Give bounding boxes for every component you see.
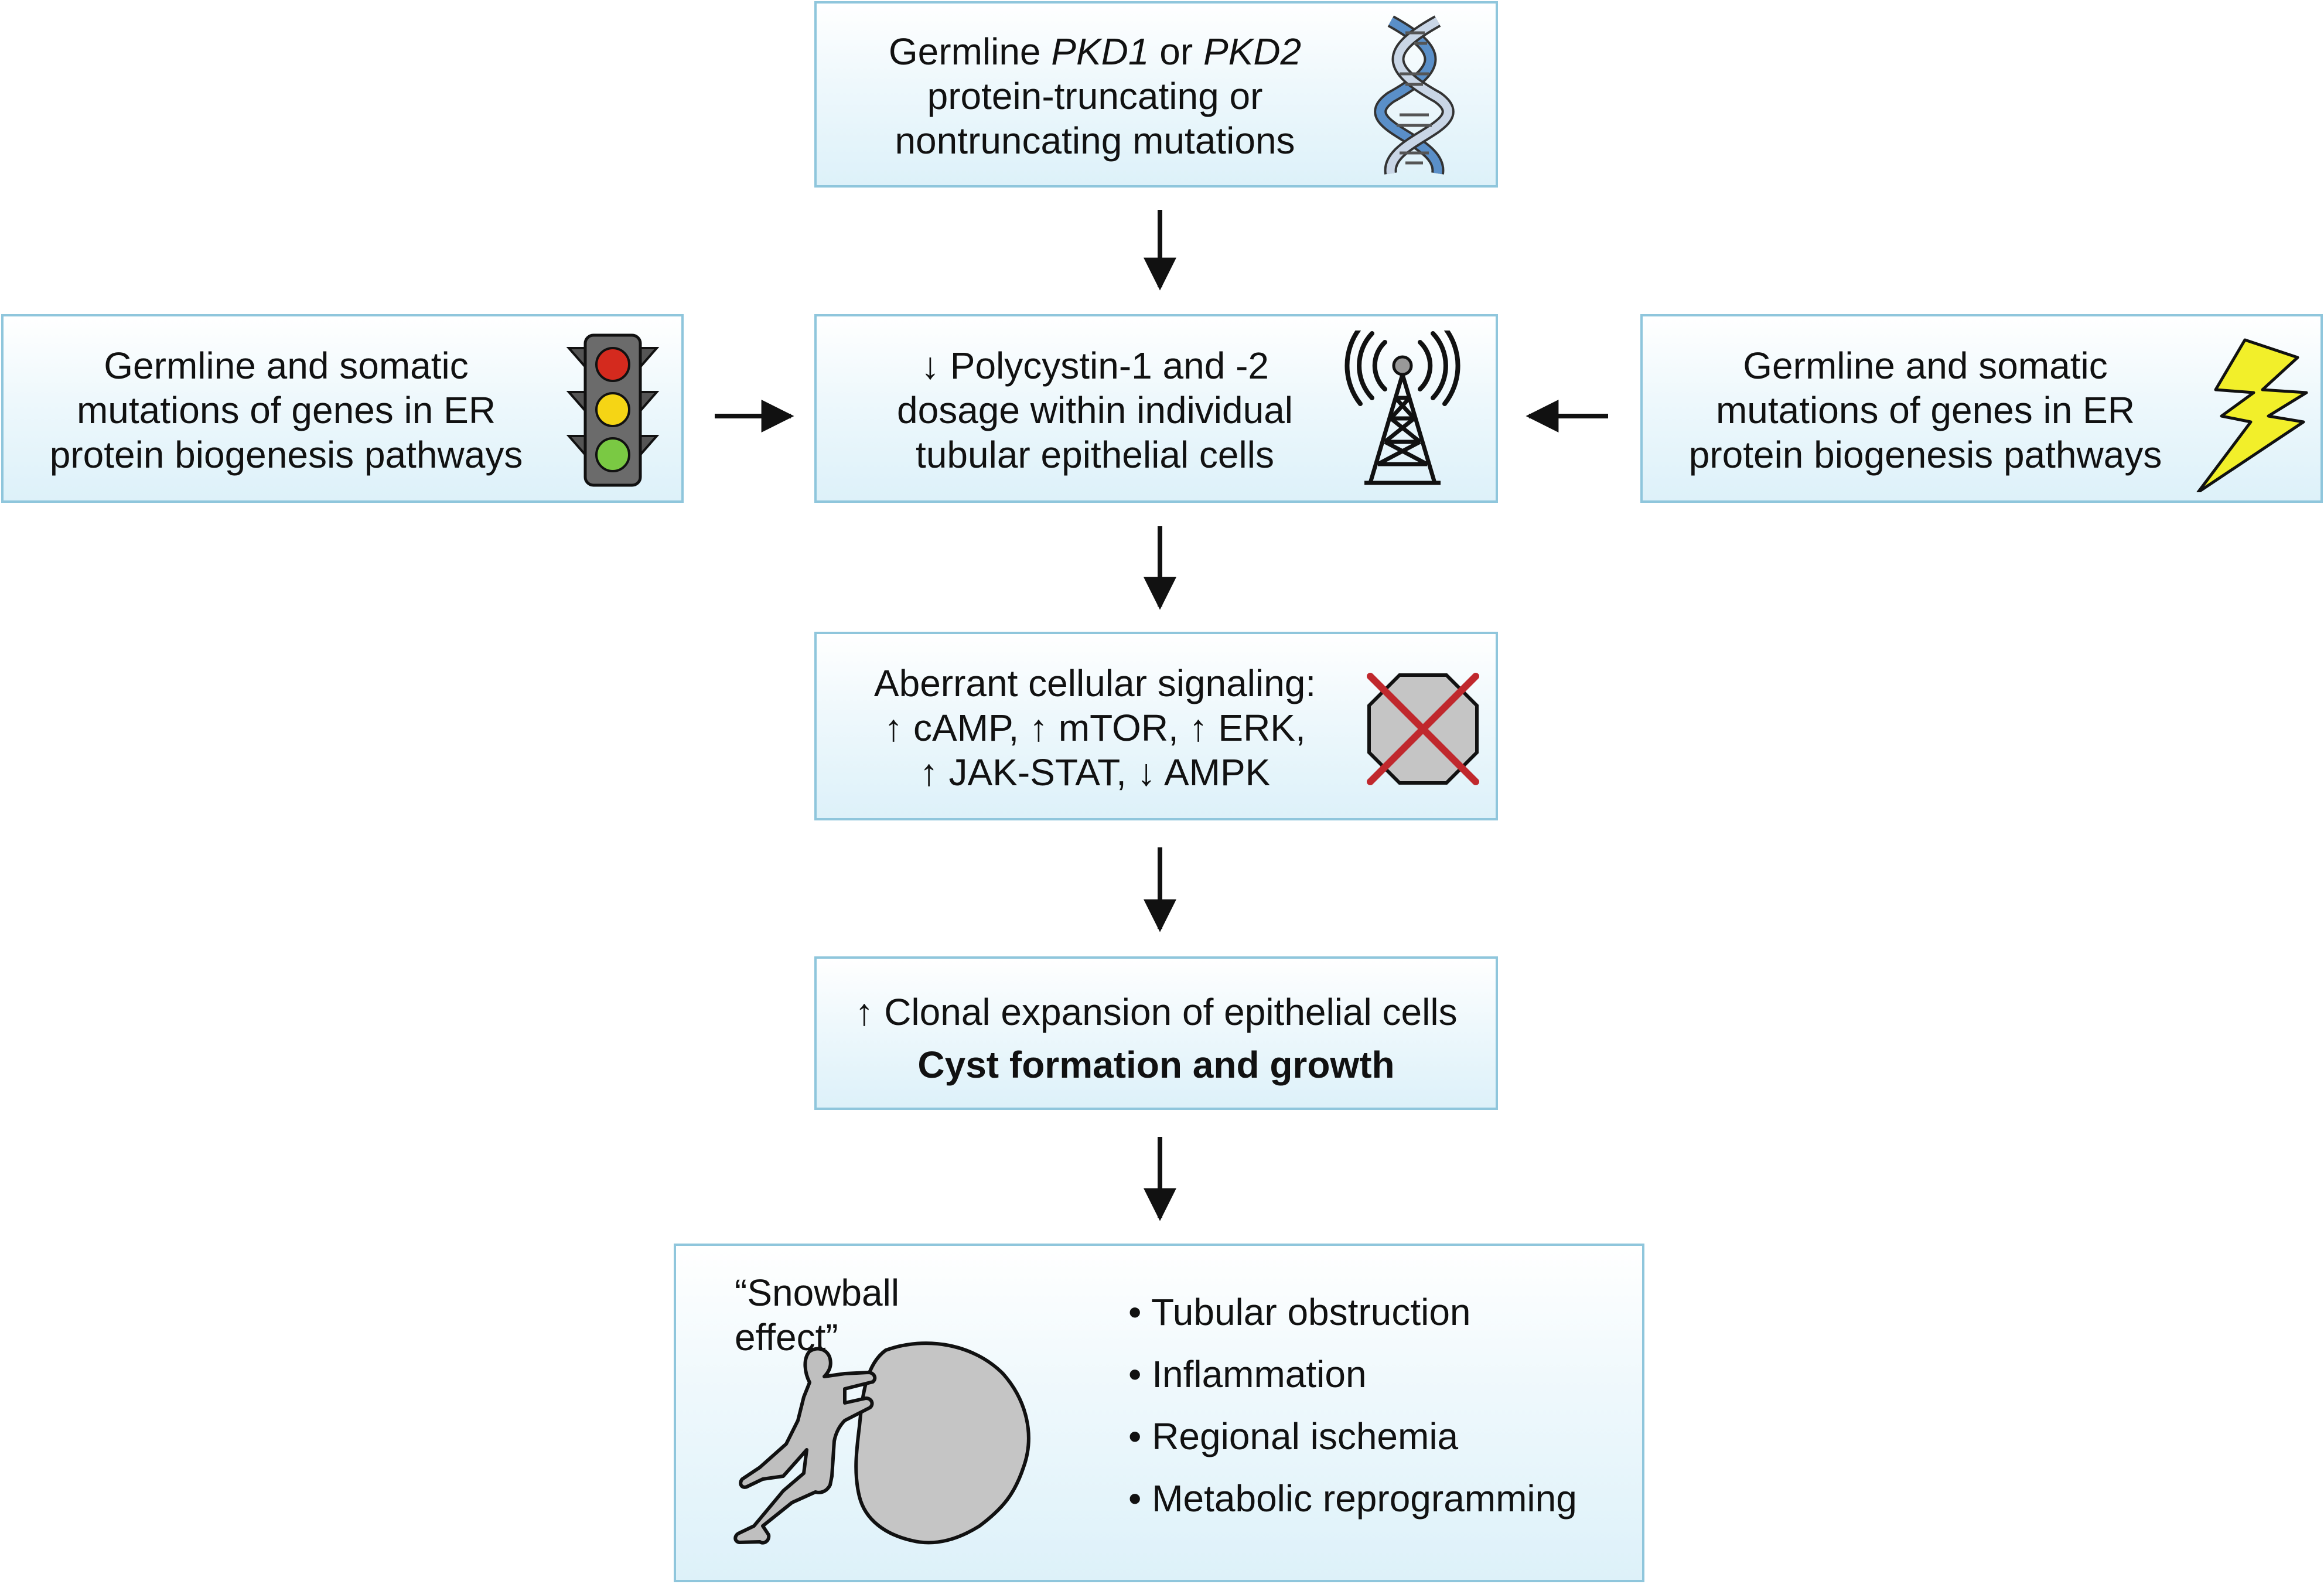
center-box-line3: tubular epithelial cells bbox=[916, 434, 1274, 476]
clonal-box-line2: Cyst formation and growth bbox=[917, 1044, 1395, 1086]
dna-helix-icon bbox=[1374, 15, 1455, 175]
right-box-line1: Germline and somatic bbox=[1743, 345, 2108, 387]
bullet-regional-ischemia: • Regional ischemia bbox=[1128, 1415, 1459, 1457]
center-box-line1: ↓ Polycystin-1 and -2 bbox=[920, 345, 1270, 387]
top-box-line1: Germline PKD1 or PKD2 bbox=[888, 30, 1302, 73]
signaling-box-line2: ↑ cAMP, ↑ mTOR, ↑ ERK, bbox=[884, 707, 1306, 749]
left-box-line2: mutations of genes in ER bbox=[76, 389, 496, 431]
blocked-stop-sign-icon bbox=[1367, 673, 1479, 785]
traffic-light-icon bbox=[566, 333, 660, 487]
signaling-box: Aberrant cellular signaling: ↑ cAMP, ↑ m… bbox=[814, 632, 1498, 820]
left-box-line3: protein biogenesis pathways bbox=[49, 434, 523, 476]
left-box: Germline and somatic mutations of genes … bbox=[1, 314, 684, 503]
top-box-line3: nontruncating mutations bbox=[895, 120, 1295, 162]
lightning-bolt-icon bbox=[2196, 338, 2308, 492]
bullet-tubular-obstruction: • Tubular obstruction bbox=[1128, 1291, 1471, 1333]
person-pushing-boulder-icon bbox=[733, 1341, 1030, 1545]
gene-pkd1: PKD1 bbox=[1051, 30, 1149, 73]
center-box: ↓ Polycystin-1 and -2 dosage within indi… bbox=[814, 314, 1498, 503]
gene-pkd2: PKD2 bbox=[1203, 30, 1302, 73]
snowball-box: “Snowball effect” • Tubular obstruction … bbox=[674, 1244, 1644, 1582]
signaling-box-line1: Aberrant cellular signaling: bbox=[873, 662, 1316, 704]
left-box-line1: Germline and somatic bbox=[104, 345, 469, 387]
right-box-line3: protein biogenesis pathways bbox=[1688, 434, 2162, 476]
top-box-line2: protein-truncating or bbox=[927, 75, 1263, 117]
bullet-inflammation: • Inflammation bbox=[1128, 1353, 1367, 1395]
clonal-box: ↑ Clonal expansion of epithelial cells C… bbox=[814, 956, 1498, 1110]
signal-tower-icon bbox=[1344, 331, 1460, 485]
clonal-box-line1: ↑ Clonal expansion of epithelial cells bbox=[855, 991, 1458, 1033]
right-box: Germline and somatic mutations of genes … bbox=[1640, 314, 2323, 503]
bullet-metabolic-reprogramming: • Metabolic reprogramming bbox=[1128, 1477, 1577, 1520]
signaling-box-line3: ↑ JAK-STAT, ↓ AMPK bbox=[919, 751, 1271, 793]
center-box-line2: dosage within individual bbox=[897, 389, 1293, 431]
right-box-line2: mutations of genes in ER bbox=[1715, 389, 2135, 431]
top-box: Germline PKD1 or PKD2 protein-truncating… bbox=[814, 1, 1498, 188]
